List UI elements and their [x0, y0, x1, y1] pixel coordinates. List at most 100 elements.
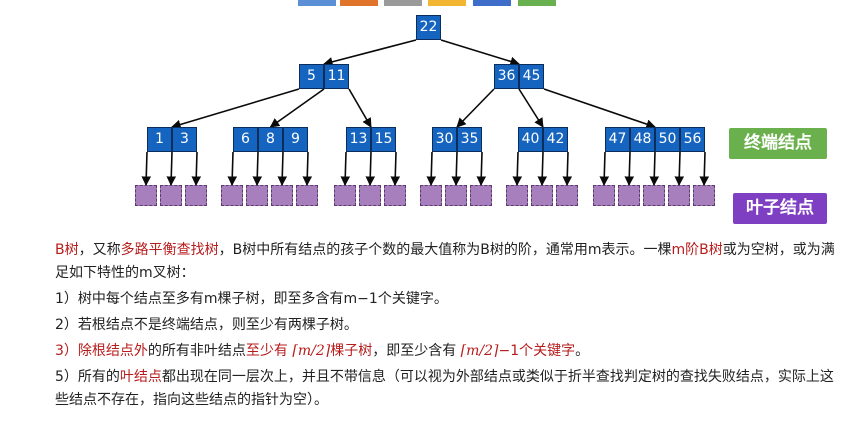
tree-edge: [426, 151, 437, 186]
p4-segment: 除根结点外: [77, 343, 148, 359]
tree-edge: [599, 151, 610, 186]
leaf-node: [668, 185, 690, 206]
p4-segment: −1个关键字: [498, 343, 576, 359]
terminal-node-key: 15: [371, 127, 396, 152]
property-3: 3）除根结点外的所有非叶结点至少有 ⌈m/2⌉棵子树，即至少含有 ⌈m/2⌉−1…: [55, 340, 845, 363]
top-color-bar: [473, 0, 511, 6]
leaf-node: [334, 185, 356, 206]
leaf-node: [185, 185, 207, 206]
b-tree-definition: B树，又称多路平衡查找树，B树中所有结点的孩子个数的最大值称为B树的阶，通常用m…: [55, 239, 845, 412]
p1-segment: 或为空树，或为满足如下特性的m叉树：: [55, 242, 835, 281]
terminal-node-key: 48: [630, 127, 655, 152]
tree-edges: [141, 39, 710, 186]
top-color-bar: [298, 0, 336, 6]
paragraph-definition: B树，又称多路平衡查找树，B树中所有结点的孩子个数的最大值称为B树的阶，通常用m…: [55, 239, 845, 285]
tree-edge: [191, 151, 202, 186]
tree-edge: [302, 151, 313, 186]
internal-node-key: 5: [299, 64, 324, 89]
property-1: 1）树中每个结点至多有m棵子树，即至多含有m−1个关键字。: [55, 291, 448, 307]
tree-edge: [323, 39, 417, 67]
top-color-bar: [428, 0, 466, 6]
p1-segment: ，B树中所有结点的孩子个数的最大值称为B树的阶，通常用m表示。一棵: [218, 242, 672, 258]
internal-node-key: 11: [324, 64, 349, 89]
leaf-node: [271, 185, 293, 206]
internal-node-key: 45: [519, 64, 544, 89]
terminal-node-key: 42: [543, 127, 568, 152]
tree-edge: [476, 151, 487, 186]
tree-edge: [390, 151, 401, 186]
tree-edge: [512, 151, 523, 186]
top-color-bar: [384, 0, 422, 6]
leaf-node: [246, 185, 268, 206]
top-color-bar: [518, 0, 556, 6]
p1-segment: m阶B树: [671, 242, 723, 258]
leaf-node: [160, 185, 182, 206]
p4-segment: ⌈m/2⌉: [460, 343, 499, 359]
terminal-node-key: 56: [680, 127, 705, 152]
leaf-node-label: 叶子结点: [733, 193, 827, 224]
p4-segment: ⌈m/2⌉: [292, 343, 331, 359]
terminal-node-key: 30: [432, 127, 457, 152]
terminal-node-key: 9: [283, 127, 308, 152]
p4-segment: 3）: [55, 343, 78, 359]
terminal-node-key: 3: [172, 127, 197, 152]
tree-edge: [624, 151, 635, 186]
p5-segment: 都出现在同一层次上，并且不带信息（可以视为外部结点或类似于折半查找判定树的查找失…: [55, 369, 834, 408]
top-color-bar: [340, 0, 378, 6]
p4-segment: 棵子树: [330, 343, 373, 359]
leaf-node: [470, 185, 492, 206]
leaf-node: [221, 185, 243, 206]
terminal-node-key: 8: [258, 127, 283, 152]
tree-edge: [518, 88, 544, 128]
tree-edge: [171, 88, 300, 130]
leaf-node: [556, 185, 578, 206]
tree-edge: [365, 151, 376, 186]
leaf-node: [693, 185, 715, 206]
tree-edge: [269, 88, 325, 128]
tree-edge: [674, 151, 685, 186]
terminal-node-key: 47: [605, 127, 630, 152]
leaf-node: [643, 185, 665, 206]
tree-edge: [277, 151, 288, 186]
terminal-node-key: 1: [147, 127, 172, 152]
terminal-node-key: 6: [233, 127, 258, 152]
leaf-node: [618, 185, 640, 206]
leaf-node: [506, 185, 528, 206]
tree-edge: [451, 151, 462, 186]
p4-segment: 至少有: [245, 343, 293, 359]
tree-edge: [348, 88, 372, 128]
root-node-key: 22: [416, 15, 441, 40]
tree-edge: [440, 39, 520, 67]
leaf-node: [384, 185, 406, 206]
tree-edge: [562, 151, 573, 186]
terminal-node-key: 50: [655, 127, 680, 152]
terminal-node-key: 35: [457, 127, 482, 152]
p5-segment: 叶结点: [119, 369, 162, 385]
leaf-node: [593, 185, 615, 206]
tree-edge: [543, 88, 656, 129]
property-2: 2）若根结点不是终端结点，则至少有两棵子树。: [55, 317, 358, 333]
p4-segment: ，即至少含有: [372, 343, 461, 359]
internal-node-key: 36: [494, 64, 519, 89]
leaf-node: [359, 185, 381, 206]
p5-segment: 5）所有的: [55, 369, 120, 385]
p1-segment: 多路平衡查找树: [120, 242, 219, 258]
tree-edge: [166, 151, 177, 186]
leaf-node: [531, 185, 553, 206]
tree-edge: [252, 151, 263, 186]
tree-edge: [649, 151, 660, 186]
terminal-node-key: 40: [518, 127, 543, 152]
p4-segment: 。: [575, 343, 590, 359]
tree-edge: [227, 151, 238, 186]
tree-edge: [340, 151, 351, 186]
terminal-node-key: 13: [346, 127, 371, 152]
p4-segment: 的所有非叶结点: [147, 343, 246, 359]
terminal-node-label: 终端结点: [729, 128, 827, 159]
tree-edge: [141, 151, 152, 186]
tree-edge: [699, 151, 710, 186]
leaf-node: [445, 185, 467, 206]
tree-edge: [456, 88, 495, 128]
leaf-node: [420, 185, 442, 206]
p1-segment: ，又称: [78, 242, 121, 258]
